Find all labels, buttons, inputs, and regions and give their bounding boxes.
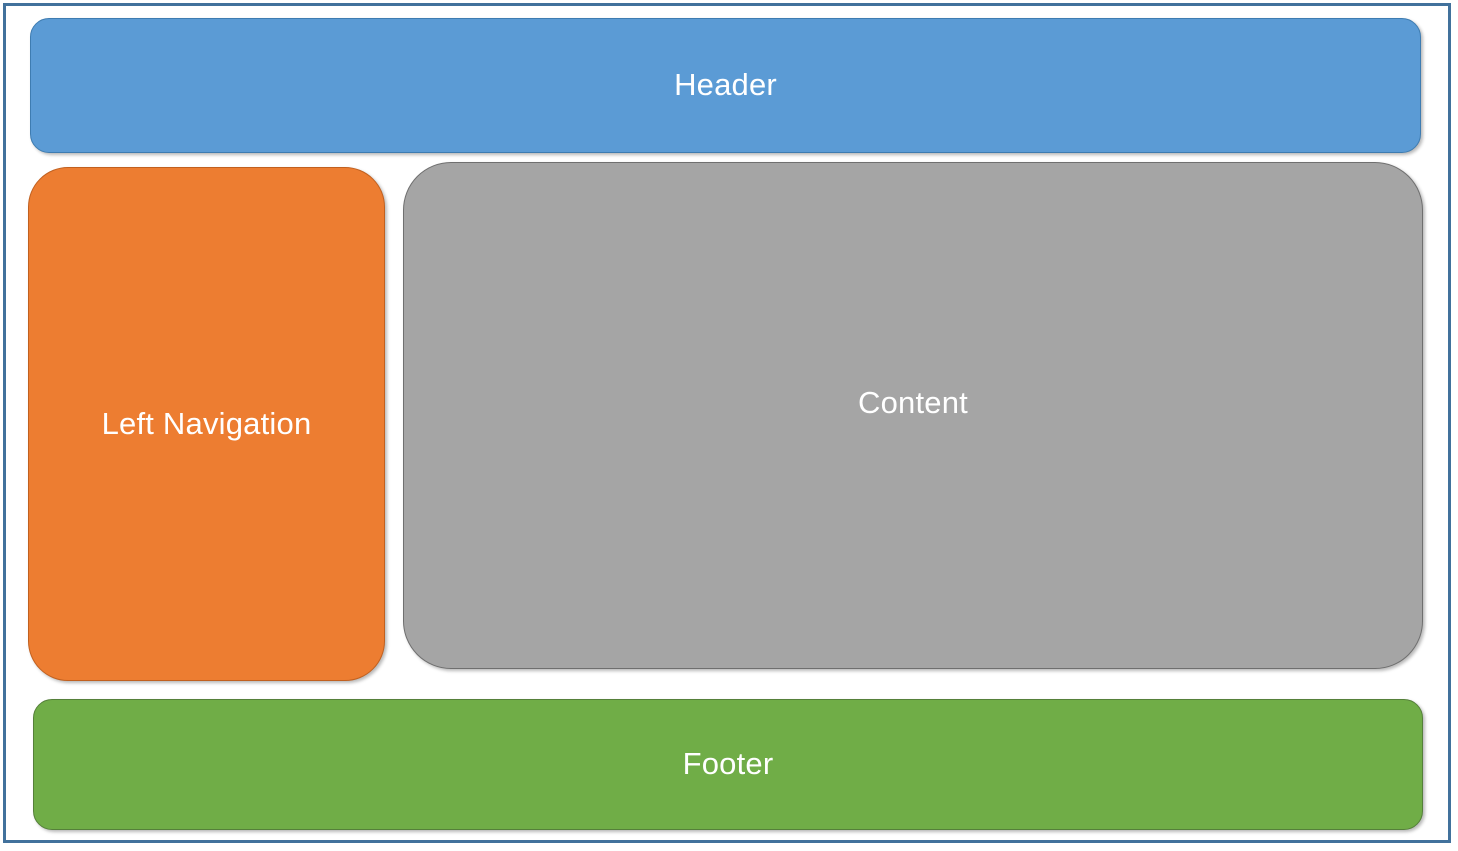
header-region-label: Header: [674, 67, 777, 103]
content-region-label: Content: [858, 385, 968, 421]
content-region[interactable]: Content: [403, 162, 1423, 669]
header-region[interactable]: Header: [30, 18, 1421, 153]
footer-region[interactable]: Footer: [33, 699, 1423, 830]
footer-region-label: Footer: [682, 746, 774, 782]
left-navigation-region-label: Left Navigation: [101, 405, 312, 441]
left-navigation-region[interactable]: Left Navigation: [28, 167, 385, 681]
